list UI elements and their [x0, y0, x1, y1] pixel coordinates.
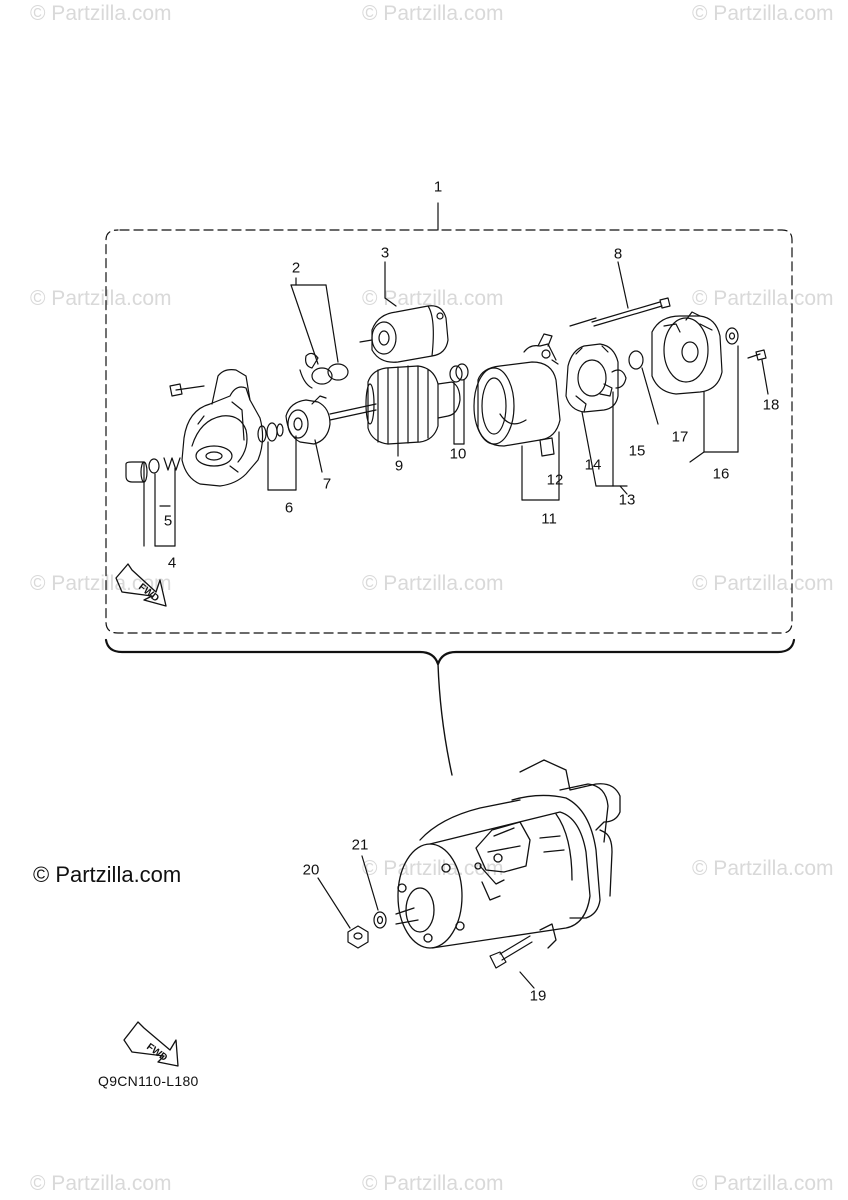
callout-5: 5: [163, 512, 173, 530]
callout-4: 4: [167, 554, 177, 572]
callout-6: 6: [284, 499, 294, 517]
part-grommet: [628, 350, 644, 370]
part-overrunning-clutch: [285, 395, 377, 445]
callout-13: 13: [618, 491, 636, 509]
part-front-housing: [181, 369, 264, 487]
part-cover-nut: [725, 327, 739, 345]
watermark: © Partzilla.com: [30, 1172, 172, 1195]
fwd-label-bottom: FWD: [144, 1042, 169, 1064]
leader-to-assembly: [437, 663, 453, 776]
assembly-dashed-bracket: [105, 229, 793, 634]
watermark: © Partzilla.com: [30, 2, 172, 25]
part-screw: [747, 349, 767, 361]
callout-12: 12: [546, 471, 564, 489]
part-mounting-bolt: [489, 935, 533, 969]
callout-9: 9: [394, 457, 404, 475]
part-rear-cover: [651, 311, 723, 395]
part-brush: [539, 437, 555, 457]
callout-10: 10: [449, 445, 467, 463]
watermark: © Partzilla.com: [362, 287, 504, 310]
diagram-code: Q9CN110-L180: [98, 1073, 199, 1089]
part-housing-bolt: [169, 383, 205, 397]
part-lock-washer: [373, 911, 387, 929]
copyright-credit: © Partzilla.com: [33, 862, 182, 887]
watermark: © Partzilla.com: [692, 287, 834, 310]
watermark: © Partzilla.com: [30, 287, 172, 310]
watermark: © Partzilla.com: [692, 1172, 834, 1195]
fwd-arrow-bottom: [123, 1021, 179, 1067]
part-starter-assembled: [395, 759, 621, 949]
part-yoke: [473, 333, 561, 447]
callout-3: 3: [380, 244, 390, 262]
watermark: © Partzilla.com: [30, 572, 172, 595]
part-dust-cap: [125, 457, 181, 483]
callout-21: 21: [351, 836, 369, 854]
watermark: © Partzilla.com: [362, 857, 504, 880]
part-solenoid: [359, 305, 449, 363]
callout-1: 1: [433, 178, 443, 196]
callout-15: 15: [628, 442, 646, 460]
callout-8: 8: [613, 245, 623, 263]
callout-16: 16: [712, 465, 730, 483]
part-brush-holder: [565, 343, 627, 413]
watermark: © Partzilla.com: [692, 857, 834, 880]
assembly-brace: [104, 638, 796, 666]
watermark: © Partzilla.com: [362, 2, 504, 25]
part-bearing: [449, 363, 469, 383]
watermark: © Partzilla.com: [362, 1172, 504, 1195]
watermark: © Partzilla.com: [692, 572, 834, 595]
fwd-arrow-top: [115, 563, 167, 607]
part-nut: [347, 925, 369, 949]
callout-14: 14: [584, 456, 602, 474]
callout-20: 20: [302, 861, 320, 879]
watermark: © Partzilla.com: [362, 572, 504, 595]
callout-17: 17: [671, 428, 689, 446]
part-stop-ring: [257, 422, 284, 443]
callout-7: 7: [322, 475, 332, 493]
part-through-bolt: [569, 297, 671, 327]
callout-19: 19: [529, 987, 547, 1005]
watermark: © Partzilla.com: [692, 2, 834, 25]
callout-18: 18: [762, 396, 780, 414]
part-lever-pieces: [299, 352, 349, 389]
part-armature: [365, 365, 461, 445]
callout-2: 2: [291, 259, 301, 277]
callout-11: 11: [541, 510, 557, 528]
